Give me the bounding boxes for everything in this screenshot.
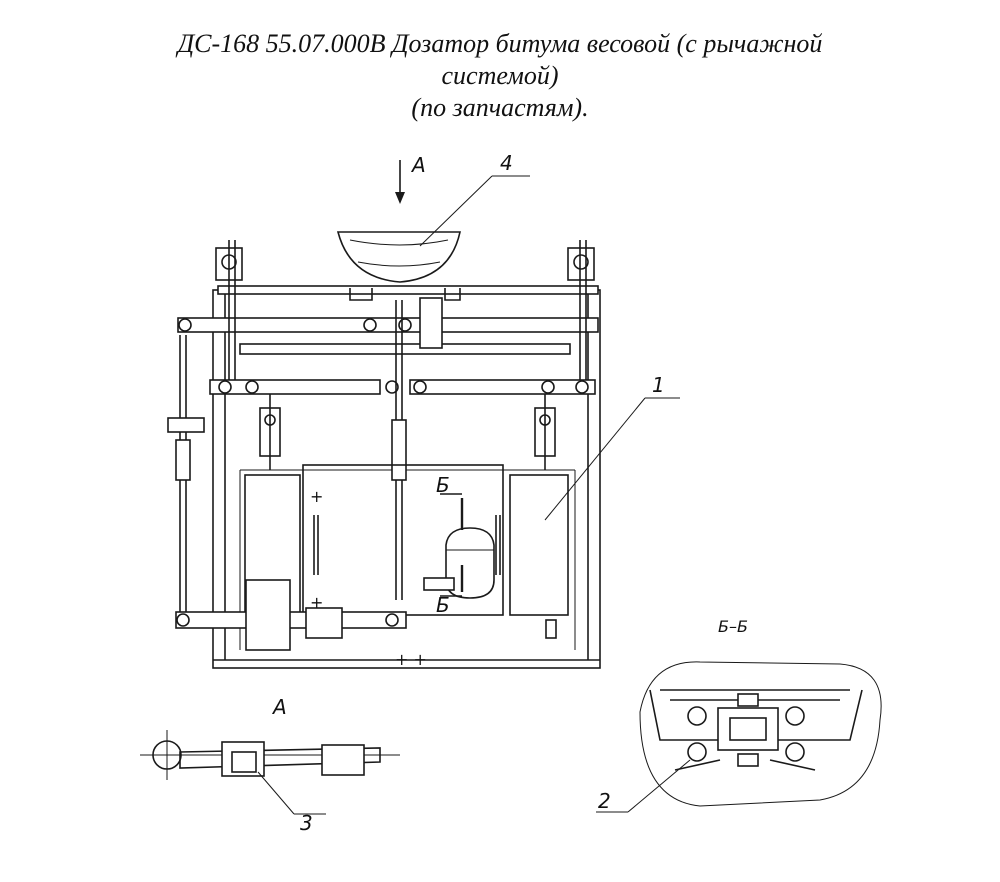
top-eyelets (215, 240, 595, 380)
svg-text:+ +: + + (395, 650, 427, 669)
tank-panels: + + (244, 464, 569, 616)
section-bb: Б–Б 2 (596, 617, 882, 813)
valve-body (423, 527, 495, 599)
drawing-title: ДС-168 55.07.000В Дозатор битума весовой… (0, 28, 1000, 124)
section-marks: Б Б (436, 473, 464, 617)
section-mark-bottom-label: Б (436, 593, 450, 617)
centre-rod (349, 288, 461, 600)
svg-text:+: + (310, 487, 323, 506)
view-a-arrow: А (395, 153, 426, 204)
title-line-1: ДС-168 55.07.000В Дозатор битума весовой… (177, 29, 823, 58)
part-2-label: 2 (598, 789, 611, 813)
title-line-3: (по запчастям). (411, 93, 589, 122)
part-4-label: 4 (500, 151, 513, 175)
left-counterweight (167, 335, 205, 615)
part-1-label: 1 (652, 373, 665, 397)
bitumen-bucket (336, 231, 461, 283)
section-mark-top-label: Б (436, 473, 450, 497)
part-3-label: 3 (300, 811, 313, 835)
view-a-arrow-label: А (410, 153, 426, 177)
bottom-beam (175, 579, 557, 651)
top-beams (177, 285, 599, 395)
detail-a-label: А (271, 695, 287, 719)
main-frame: + + (212, 289, 601, 669)
leader-part-1: 1 (544, 373, 680, 521)
side-hangers (259, 394, 556, 470)
section-bb-label: Б–Б (718, 617, 748, 636)
leader-part-4: 4 (419, 151, 530, 247)
title-line-2: системой) (441, 61, 559, 90)
detail-a: А 3 (140, 695, 400, 835)
